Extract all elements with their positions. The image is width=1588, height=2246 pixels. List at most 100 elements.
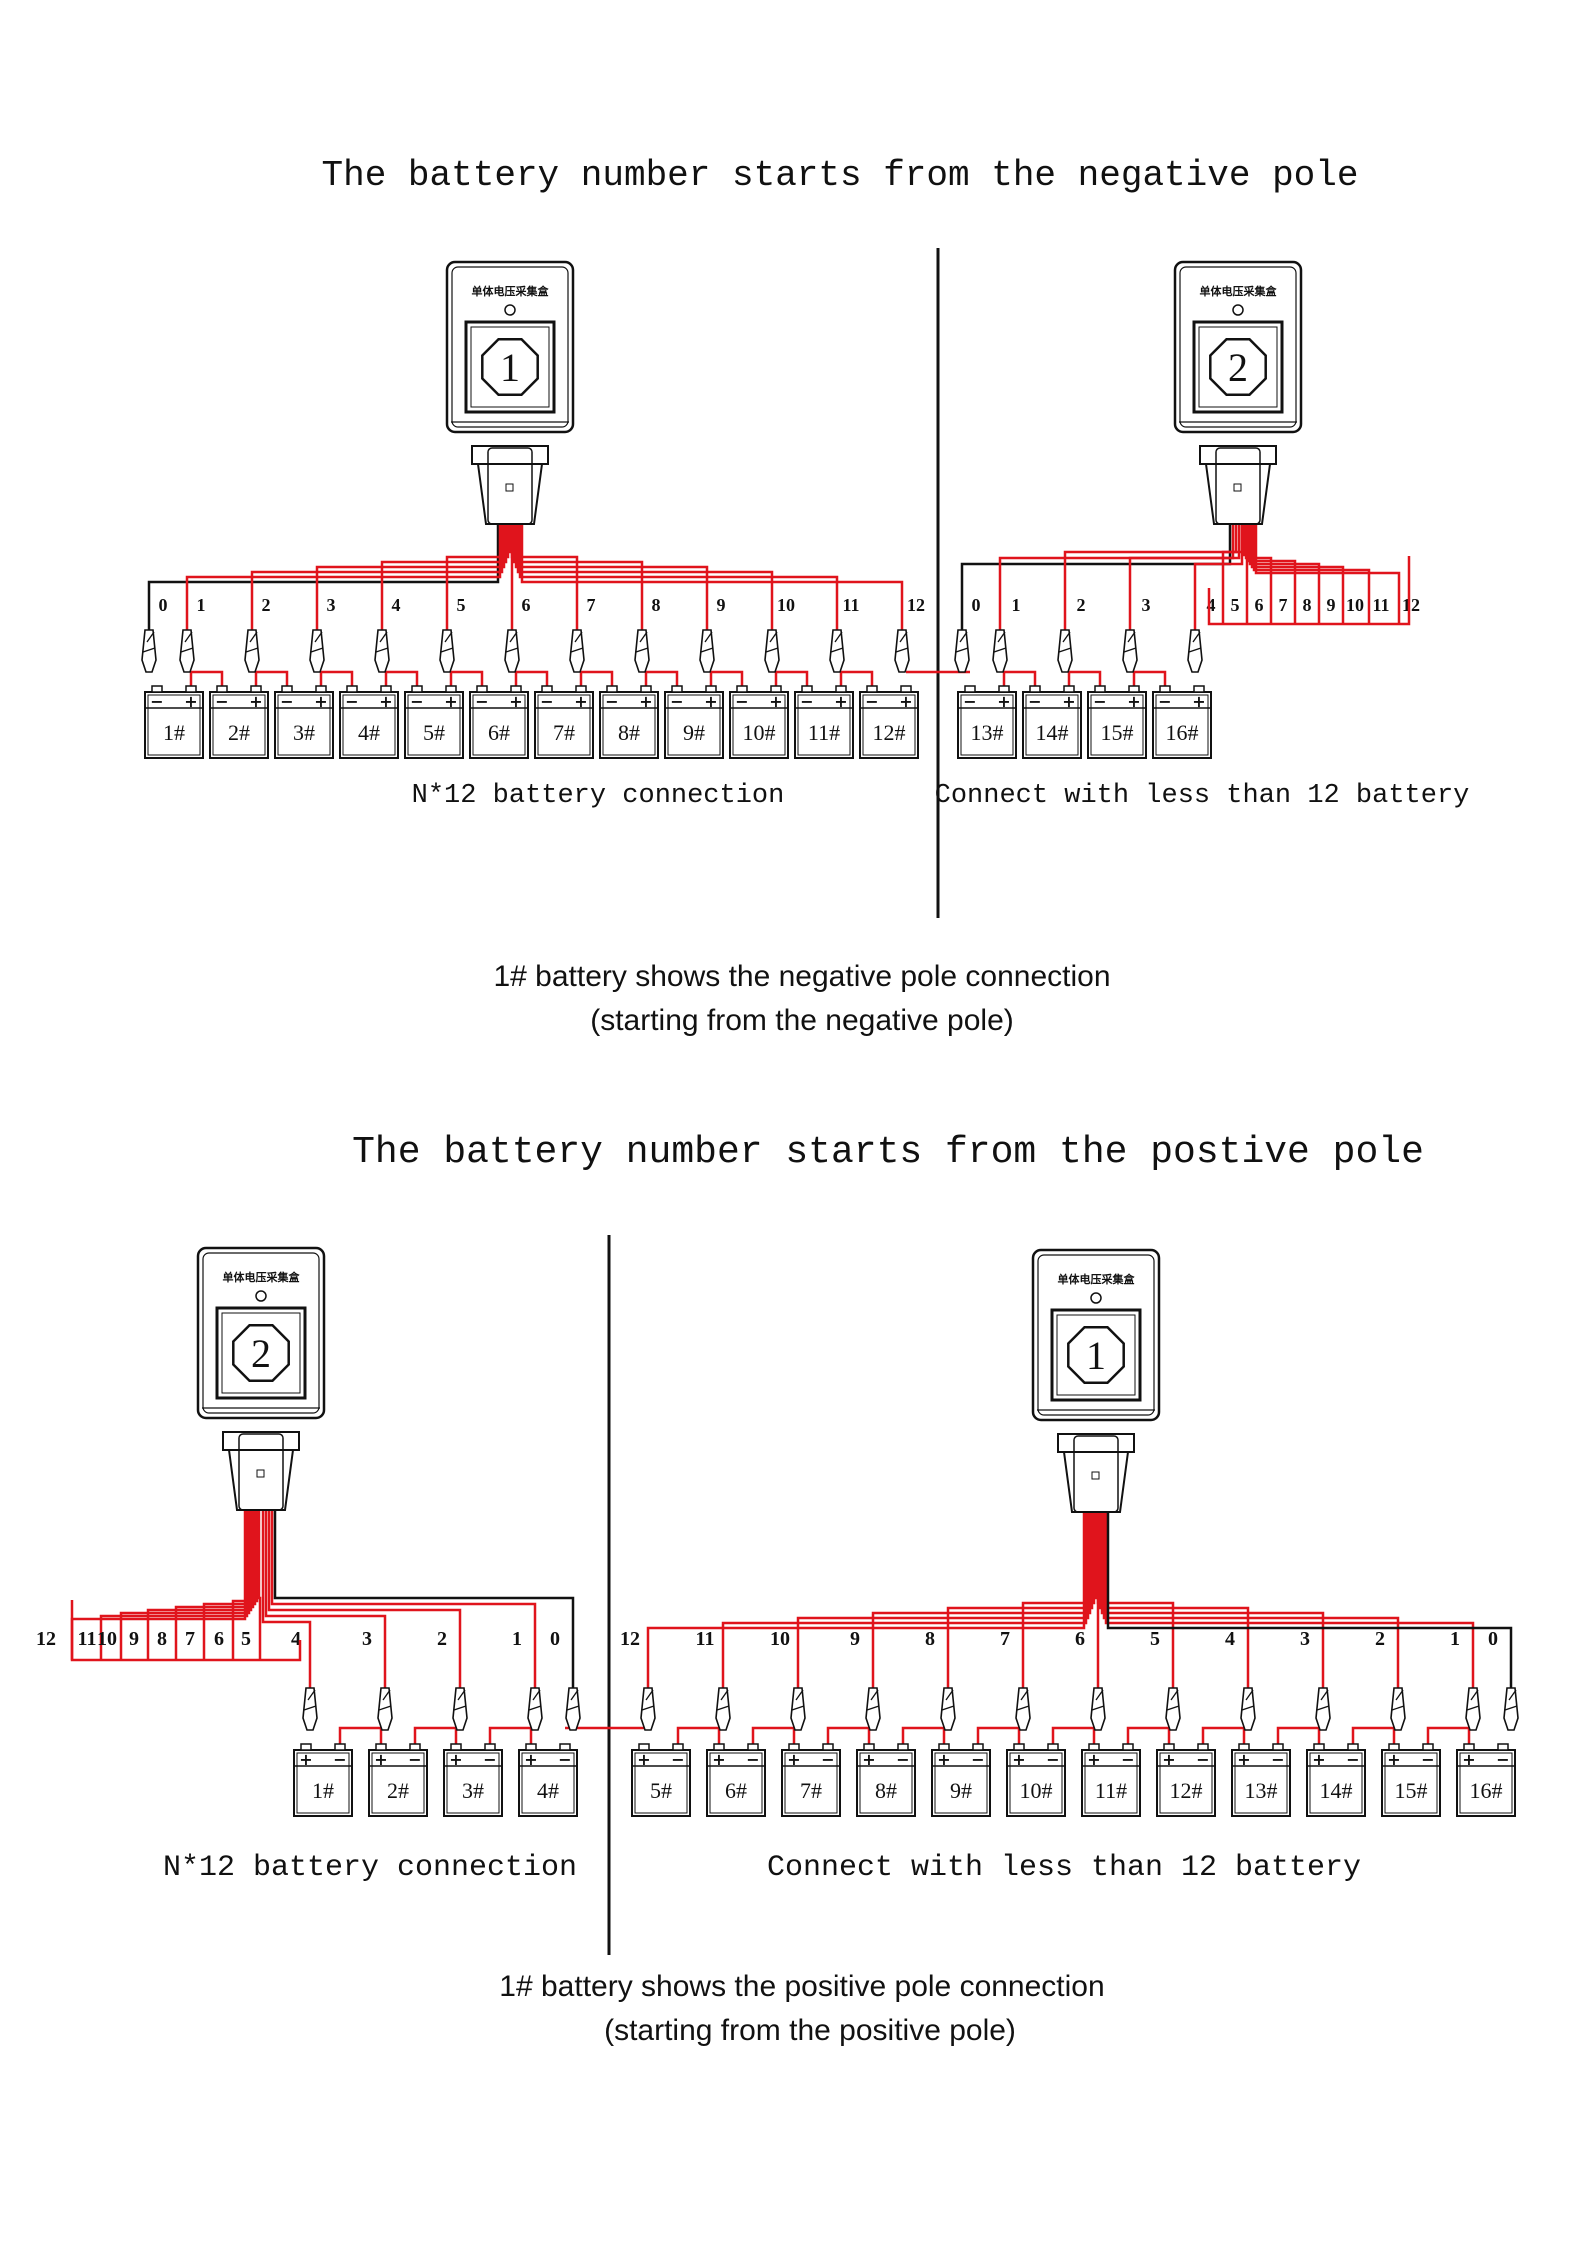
bottom-right-battery-pole-left: +: [862, 1750, 875, 1769]
bottom-right-battery-terminal-right: [1422, 1743, 1434, 1751]
bottom-left-connector-hood: [238, 1433, 284, 1511]
bottom-left-clip-10: [452, 1687, 468, 1731]
bottom-left-battery-pole-left: +: [524, 1750, 537, 1769]
bottom-left-battery-label: 4#: [537, 1778, 559, 1803]
top-left-battery-terminal-right: [250, 685, 262, 693]
bottom-right-wire-label-4: 8: [925, 1628, 935, 1650]
top-left-clip-lever: [899, 631, 908, 643]
bottom-right-clip-11: [1465, 1687, 1481, 1731]
bottom-right-battery-label: 6#: [725, 1778, 747, 1803]
bottom-right-battery-terminal-left: [638, 1743, 650, 1751]
top-right-clip-hinge: [1058, 647, 1072, 653]
bottom-right-battery-pole-right: −: [971, 1750, 984, 1769]
top-right-wire-0: [960, 524, 1232, 630]
bottom-right-battery-pole-left: +: [787, 1750, 800, 1769]
bottom-left-wire-label-8: 4: [291, 1628, 301, 1650]
bottom-left-wire-8: [261, 1510, 312, 1688]
bottom-left-clip-lever: [307, 1689, 316, 1701]
top-left-battery-pole-right: +: [899, 692, 912, 711]
bottom-right-battery-inner: [1159, 1752, 1213, 1814]
top-right-battery-body: [1152, 691, 1212, 759]
bottom-right-jumper-2: [751, 1726, 796, 1744]
bottom-right-clip-hinge: [791, 1705, 805, 1711]
top-right-collector-led-icon: [1232, 304, 1244, 316]
bottom-left-wire-label-7: 5: [241, 1628, 251, 1650]
top-left-battery-body: [664, 691, 724, 759]
bottom-caption-right: Connect with less than 12 battery: [767, 1851, 1361, 1885]
bottom-right-clip-7: [1165, 1687, 1181, 1731]
bottom-right-clip-9: [1315, 1687, 1331, 1731]
bottom-right-clip-lever: [1095, 1689, 1104, 1701]
top-left-battery-label: 10#: [743, 720, 776, 745]
top-left-battery-pole-left: −: [735, 692, 748, 711]
top-left-battery-body: [144, 691, 204, 759]
bottom-right-battery-2: +−6#: [706, 1743, 766, 1817]
bottom-left-clip-hinge: [453, 1705, 467, 1711]
top-right-wire-label-0: 0: [972, 595, 981, 615]
top-left-connector-hood: [487, 447, 533, 525]
bottom-left-connector-screw-icon: [256, 1469, 265, 1478]
bottom-right-clip-hinge: [941, 1705, 955, 1711]
bottom-left-battery-pole-left: +: [449, 1750, 462, 1769]
top-left-jumper-11: [839, 670, 874, 686]
bottom-right-clip-8: [1240, 1687, 1256, 1731]
top-left-wire-label-3: 3: [327, 595, 336, 615]
top-left-battery-terminal-left: [671, 685, 683, 693]
bottom-left-wire-5: [202, 1510, 257, 1660]
bottom-right-collector-number: 1: [1086, 1333, 1106, 1378]
bottom-left-battery-pole-left: +: [374, 1750, 387, 1769]
top-caption-left: N*12 battery connection: [412, 781, 785, 811]
top-left-battery-pole-left: −: [540, 692, 553, 711]
bottom-right-jumper-9: [1276, 1726, 1321, 1744]
bottom-right-battery-terminal-left: [1088, 1743, 1100, 1751]
top-left-battery-1: −+1#: [144, 685, 204, 759]
bottom-right-battery-pole-right: −: [1271, 1750, 1284, 1769]
top-left-battery-label: 11#: [808, 720, 840, 745]
bottom-left-connector-shell: [227, 1449, 295, 1511]
bottom-left-clip-jaw: [377, 1687, 393, 1731]
bottom-right-clip-lever: [945, 1689, 954, 1701]
bottom-right-wire-8: [1098, 1512, 1250, 1688]
bottom-right-battery-terminal-left: [938, 1743, 950, 1751]
top-right-clip-hinge: [1188, 647, 1202, 653]
top-left-battery-inner: [342, 694, 396, 756]
bottom-right-battery-terminal-right: [822, 1743, 834, 1751]
bottom-left-clip-jaw: [302, 1687, 318, 1731]
bottom-right-clip-lever: [1020, 1689, 1029, 1701]
top-right-clip-jaw: [1057, 629, 1073, 673]
top-left-battery-inner: [472, 694, 526, 756]
top-left-collector-number: 1: [500, 345, 520, 390]
top-left-wire-0: [147, 524, 500, 630]
top-left-clip-lever: [639, 631, 648, 643]
bottom-right-clip-lever: [1170, 1689, 1179, 1701]
bottom-right-wire-label-1: 11: [696, 1628, 715, 1650]
top-right-battery-pole-right: +: [1062, 692, 1075, 711]
top-left-clip-lever: [379, 631, 388, 643]
top-left-battery-body: [209, 691, 269, 759]
top-left-clip-10: [764, 629, 780, 673]
top-left-clip-jaw: [829, 629, 845, 673]
top-right-battery-terminal-right: [1063, 685, 1075, 693]
bottom-right-clip-jaw: [1503, 1687, 1519, 1731]
bottom-right-wire-3: [871, 1512, 1092, 1688]
top-left-battery-inner: [862, 694, 916, 756]
top-left-battery-label: 8#: [618, 720, 640, 745]
bottom-right-clip-1: [715, 1687, 731, 1731]
top-left-battery-pole-left: −: [475, 692, 488, 711]
top-left-battery-label: 3#: [293, 720, 315, 745]
top-right-wire-label-10: 10: [1346, 595, 1364, 615]
top-left-jumper-2: [254, 670, 289, 686]
bottom-right-wire-12: [1106, 1512, 1513, 1688]
top-right-battery-inner: [960, 694, 1014, 756]
bottom-right-wire-7: [1096, 1512, 1175, 1688]
bottom-right-battery-7: +−11#: [1081, 1743, 1141, 1817]
top-right-wire-label-5: 5: [1231, 595, 1240, 615]
bottom-right-battery-body: [631, 1749, 691, 1817]
bottom-right-clip-jaw: [1465, 1687, 1481, 1731]
top-right-collector-label: 单体电压采集盒: [1200, 284, 1278, 298]
bottom-right-battery-11: +−15#: [1381, 1743, 1441, 1817]
bottom-right-battery-terminal-right: [972, 1743, 984, 1751]
bottom-left-wire-3: [146, 1510, 253, 1660]
bottom-right-jumper-1: [676, 1726, 721, 1744]
top-right-battery-terminal-right: [1193, 685, 1205, 693]
